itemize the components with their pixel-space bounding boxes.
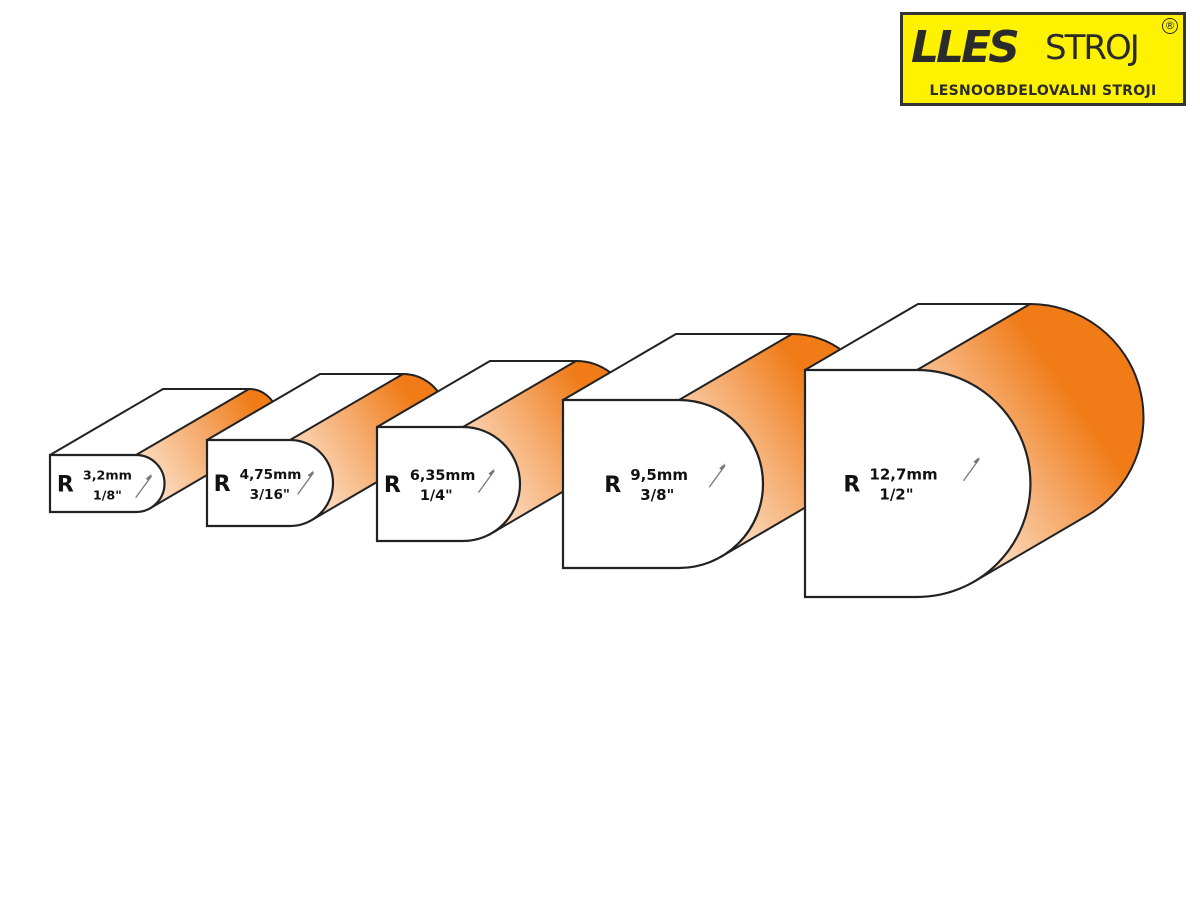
radius-symbol: R — [384, 473, 401, 498]
logo-mark: LLES — [911, 22, 1020, 73]
registered-icon: ® — [1162, 18, 1178, 34]
front-face — [561, 398, 765, 570]
arrowhead-icon — [307, 470, 314, 478]
logo-subtitle: LESNOOBDELOVALNI STROJI — [929, 83, 1157, 99]
radius-inch-label: 3/8" — [640, 486, 674, 504]
front-face — [375, 425, 522, 543]
radius-symbol: R — [604, 473, 621, 498]
swept-surface — [136, 389, 264, 509]
radius-symbol: R — [57, 473, 74, 498]
radius-mm-label: 3,2mm — [83, 468, 132, 483]
radius-inch-label: 1/8" — [93, 488, 122, 503]
front-face — [205, 438, 335, 528]
arrowhead-icon — [719, 463, 726, 471]
radius-mm-label: 6,35mm — [410, 468, 476, 484]
radius-mm-label: 4,75mm — [240, 467, 302, 483]
front-face — [803, 368, 1032, 599]
radius-inch-label: 1/2" — [879, 486, 913, 504]
radius-symbol: R — [843, 473, 860, 498]
silhouette-edge — [973, 303, 1145, 583]
arrowhead-icon — [973, 456, 980, 464]
logo-mark-stroj: STROJ — [1045, 28, 1140, 68]
radius-inch-label: 1/4" — [420, 488, 453, 504]
radius-mm-label: 12,7mm — [869, 466, 937, 484]
radius-mm-label: 9,5mm — [630, 466, 688, 484]
lesstroj-logo: LLES STROJ ® LESNOOBDELOVALNI STROJI — [900, 12, 1186, 106]
arrowhead-icon — [488, 468, 495, 476]
arrowhead-icon — [145, 473, 152, 481]
radius-inch-label: 3/16" — [250, 487, 290, 503]
profile-5: R 12,7mm 1/2" — [803, 303, 1145, 599]
radius-symbol: R — [214, 472, 231, 497]
